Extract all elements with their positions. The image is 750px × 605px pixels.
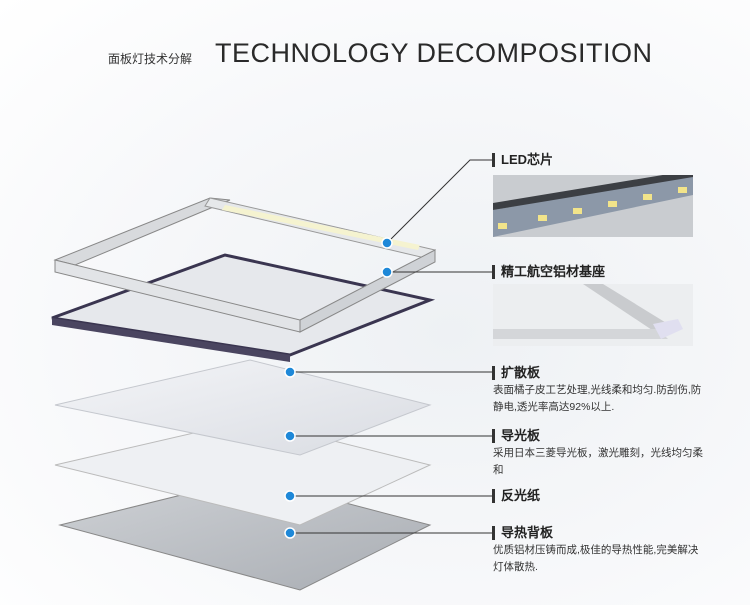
- marker-diffuser-icon: [284, 366, 296, 378]
- marker-frame-icon: [381, 266, 393, 278]
- title-chinese: 面板灯技术分解: [108, 52, 193, 66]
- marker-backplate-icon: [284, 527, 296, 539]
- label-diffuser: 扩散板: [492, 366, 540, 380]
- marker-guide-icon: [284, 430, 296, 442]
- label-led-chip: LED芯片: [492, 153, 553, 167]
- diffuser-description: 表面橘子皮工艺处理,光线柔和均匀.防刮伤,防静电,透光率高达92%以上.: [493, 384, 702, 413]
- aluminum-frame: [53, 197, 437, 333]
- label-backplate: 导热背板: [492, 526, 553, 540]
- label-reflector: 反光纸: [492, 489, 540, 503]
- label-light-guide: 导光板: [492, 429, 540, 443]
- light-guide-plate: [54, 359, 432, 456]
- frame-corner-photo: [493, 284, 693, 346]
- led-chip-photo: [493, 175, 693, 237]
- light-guide-description: 采用日本三菱导光板，激光雕刻，光线均匀柔和: [493, 447, 703, 476]
- marker-reflector-icon: [284, 490, 296, 502]
- title-english: TECHNOLOGY DECOMPOSITION: [215, 38, 653, 68]
- marker-led-icon: [381, 237, 393, 249]
- diffuser-plate: [51, 253, 436, 357]
- backplate-description: 优质铝材压铸而成,极佳的导热性能,完美解决灯体散热.: [493, 544, 699, 573]
- label-aluminum-base: 精工航空铝材基座: [492, 265, 605, 279]
- leader-lines: [290, 159, 493, 534]
- reflector-paper: [54, 419, 432, 526]
